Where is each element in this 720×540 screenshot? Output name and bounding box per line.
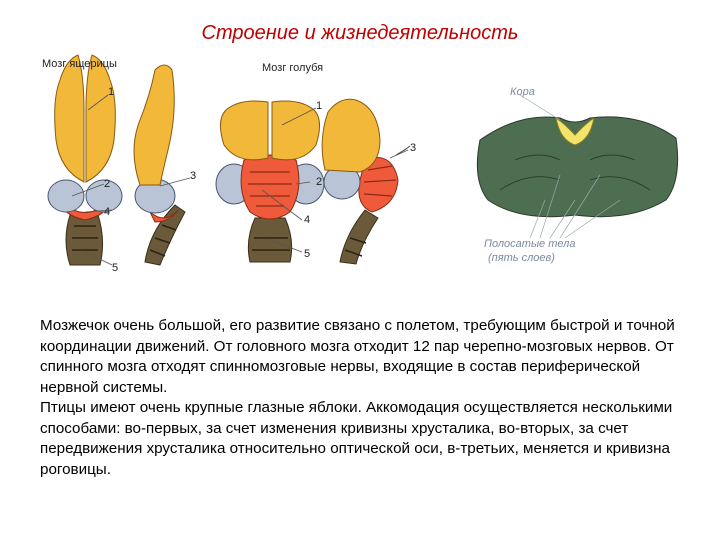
leader-lines — [71, 94, 409, 266]
striatum-label-line1: Полосатые тела — [484, 238, 576, 250]
paragraph-eyes: Птицы имеют очень крупные глазные яблоки… — [40, 399, 673, 478]
lizard-number-3: 3 — [190, 170, 197, 182]
lizard-number-1: 1 — [108, 86, 115, 98]
pigeon-brain-label: Мозг голубя — [262, 62, 324, 74]
pigeon-number-4: 4 — [304, 214, 311, 226]
pigeon-number-2: 2 — [316, 176, 323, 188]
cortex-label: Кора — [510, 86, 535, 98]
pigeon-number-1: 1 — [316, 100, 323, 112]
lizard-number-5: 5 — [112, 262, 119, 274]
lizard-number-4: 4 — [104, 206, 111, 218]
forebrain-section — [476, 94, 679, 239]
pigeon-brain-lateral — [321, 98, 411, 265]
lizard-brain-dorsal — [47, 54, 123, 266]
pigeon-number-3: 3 — [410, 142, 417, 154]
pigeon-number-5: 5 — [304, 248, 311, 260]
lizard-brain-lateral — [133, 64, 186, 266]
pigeon-brain-dorsal — [215, 100, 325, 263]
page-title: Строение и жизнедеятельность — [201, 22, 519, 44]
striatum-label-line2: (пять слоев) — [488, 252, 555, 264]
brain-illustration — [47, 54, 679, 266]
lizard-number-2: 2 — [104, 178, 111, 190]
description-text: Мозжечок очень большой, его развитие свя… — [40, 316, 690, 480]
lizard-brain-label: Мозг ящерицы — [42, 58, 117, 70]
paragraph-cerebellum: Мозжечок очень большой, его развитие свя… — [40, 317, 675, 396]
